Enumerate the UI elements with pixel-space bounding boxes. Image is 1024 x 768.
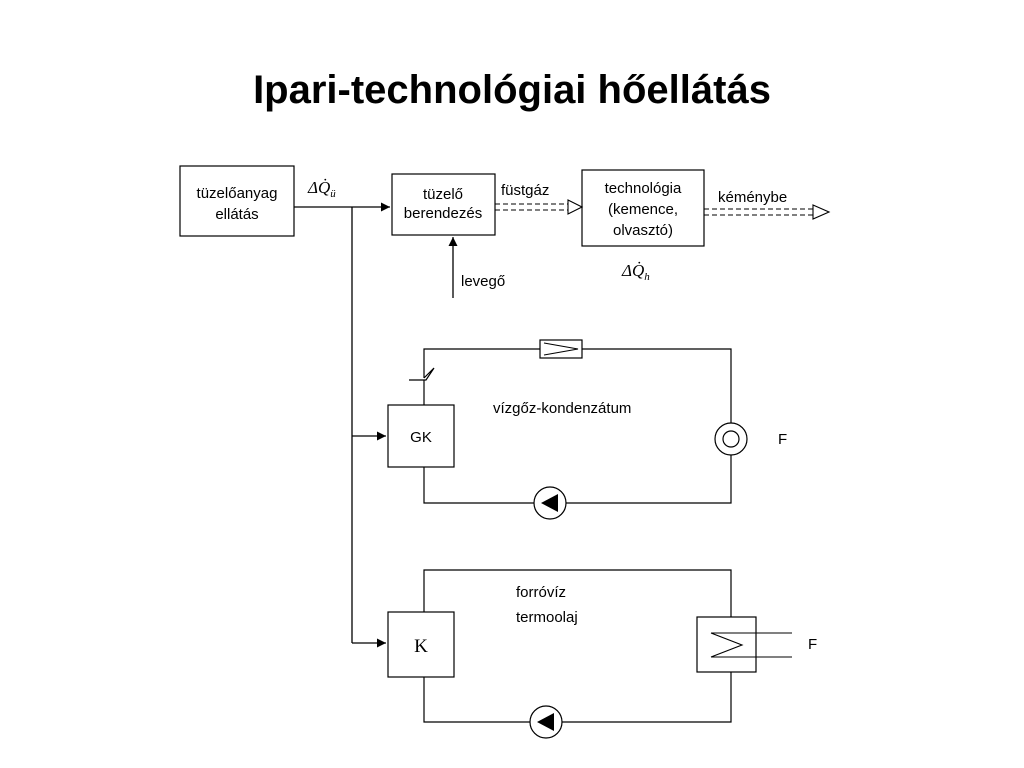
technology-label-2: (kemence, — [608, 201, 678, 218]
consumer-2-label: F — [808, 636, 817, 653]
consumer-1-label: F — [778, 431, 787, 448]
burner-box: tüzelő berendezés — [391, 173, 496, 236]
chimney-arrowhead-icon — [812, 204, 831, 220]
page-title: Ipari-technológiai hőellátás — [253, 68, 771, 112]
hot-water-loop — [423, 569, 732, 723]
steam-loop — [409, 348, 732, 504]
pump-2-icon — [529, 705, 563, 739]
delta-q-u-label: ΔQ̇ü — [307, 178, 336, 200]
steam-loop-label: vízgőz-kondenzátum — [493, 400, 631, 417]
air-label: levegő — [461, 273, 505, 290]
steam-break-symbol-icon — [409, 367, 435, 381]
k-label: K — [414, 636, 428, 657]
technology-box: technológia (kemence, olvasztó) — [581, 169, 705, 247]
consumer-1-icon — [714, 422, 748, 456]
hot-water-label: forróvíz — [516, 584, 566, 601]
chimney-line — [704, 204, 831, 220]
gk-box: GK — [387, 404, 455, 468]
pump-1-icon — [533, 486, 567, 520]
flue-gas-arrowhead-icon — [567, 199, 584, 215]
flue-gas-line — [495, 199, 584, 215]
fuel-supply-box: tüzelőanyag ellátás — [179, 165, 295, 237]
fuel-supply-label-2: ellátás — [215, 206, 258, 223]
k-box: K — [387, 611, 455, 678]
fuel-supply-label-1: tüzelőanyag — [197, 185, 278, 202]
burner-label-1: tüzelő — [423, 186, 463, 203]
delta-q-h-label: ΔQ̇h — [621, 261, 650, 283]
steam-trap-icon — [539, 339, 583, 359]
thermal-oil-label: termoolaj — [516, 609, 578, 626]
gk-label: GK — [410, 429, 432, 446]
heat-exchanger-icon — [696, 616, 792, 673]
chimney-label: kéménybe — [718, 189, 787, 206]
technology-label-1: technológia — [605, 180, 682, 197]
burner-label-2: berendezés — [404, 205, 482, 222]
technology-label-3: olvasztó) — [613, 222, 673, 239]
flue-gas-label: füstgáz — [501, 182, 549, 199]
